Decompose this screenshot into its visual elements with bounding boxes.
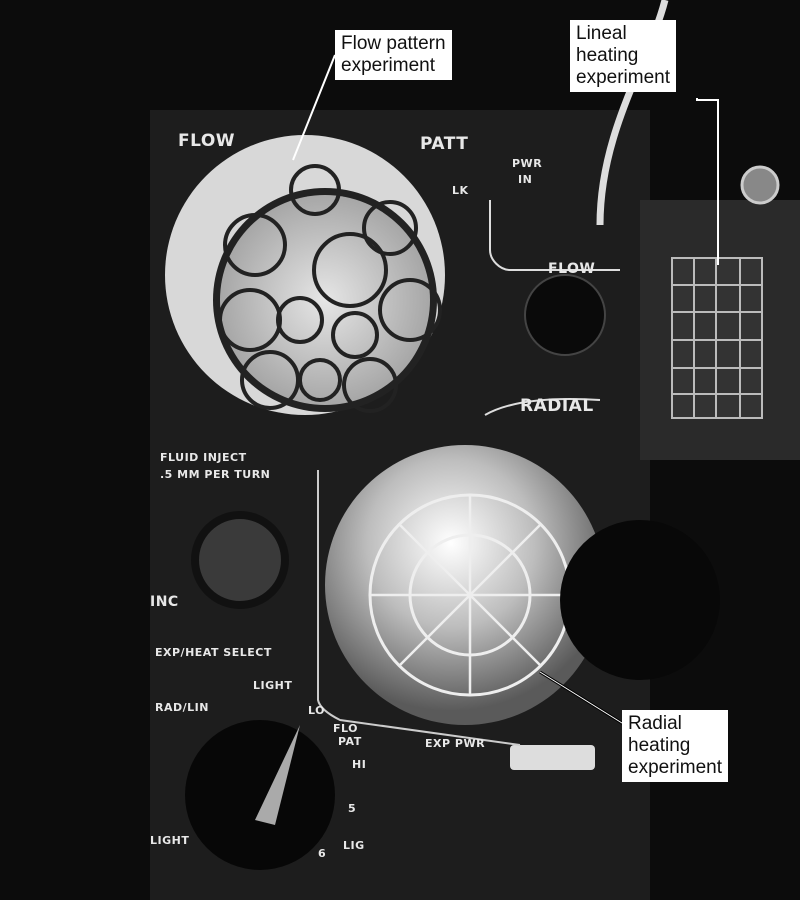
panel-label-lo: LO xyxy=(308,704,325,717)
panel-label-6: 6 xyxy=(318,847,327,860)
panel-label-flo: FLO xyxy=(333,722,358,735)
panel-label-pat: PAT xyxy=(338,735,362,748)
callout-leader-lines xyxy=(292,54,719,730)
panel-label-light-bottom: LIGHT xyxy=(150,834,190,847)
panel-label-pwr: PWR xyxy=(512,157,543,170)
panel-label-5: 5 xyxy=(348,802,357,815)
panel-label-in: IN xyxy=(518,173,533,186)
callout-radial-heating: Radial heating experiment xyxy=(622,710,728,782)
panel-label-light: LIGHT xyxy=(253,679,293,692)
callout-text: experiment xyxy=(341,55,435,76)
panel-label-patt: PATT xyxy=(420,134,469,154)
lineal-heating-grid xyxy=(671,257,763,419)
panel-label-exp-heat-select: EXP/HEAT SELECT xyxy=(155,646,272,659)
panel-label-flow-knob: FLOW xyxy=(548,261,596,277)
panel-label-exp-pwr: EXP PWR xyxy=(425,737,486,750)
panel-label-radial: RADIAL xyxy=(520,396,594,416)
callout-text: experiment xyxy=(576,67,670,88)
panel-label-flow: FLOW xyxy=(178,131,236,151)
exp-heat-select-knob xyxy=(185,720,335,870)
panel-label-per-turn: .5 MM PER TURN xyxy=(160,468,271,481)
flow-pattern-cell xyxy=(165,135,445,415)
callout-text: Radial xyxy=(628,713,682,734)
panel-label-hi: HI xyxy=(352,758,367,771)
callout-text: Flow pattern xyxy=(341,33,446,54)
callout-text: Lineal xyxy=(576,23,627,44)
callout-text: heating xyxy=(628,735,691,756)
panel-label-lig: LIG xyxy=(343,839,365,852)
panel-label-rad-lin: RAD/LIN xyxy=(155,701,209,714)
panel-label-fluid-inject: FLUID INJECT xyxy=(160,451,247,464)
panel-label-lk: LK xyxy=(452,184,469,197)
callout-text: experiment xyxy=(628,757,722,778)
callout-flow-pattern: Flow pattern experiment xyxy=(335,30,452,80)
callout-lineal-heating: Lineal heating experiment xyxy=(570,20,676,92)
callout-text: heating xyxy=(576,45,639,66)
panel-label-inc: INC xyxy=(150,594,179,610)
